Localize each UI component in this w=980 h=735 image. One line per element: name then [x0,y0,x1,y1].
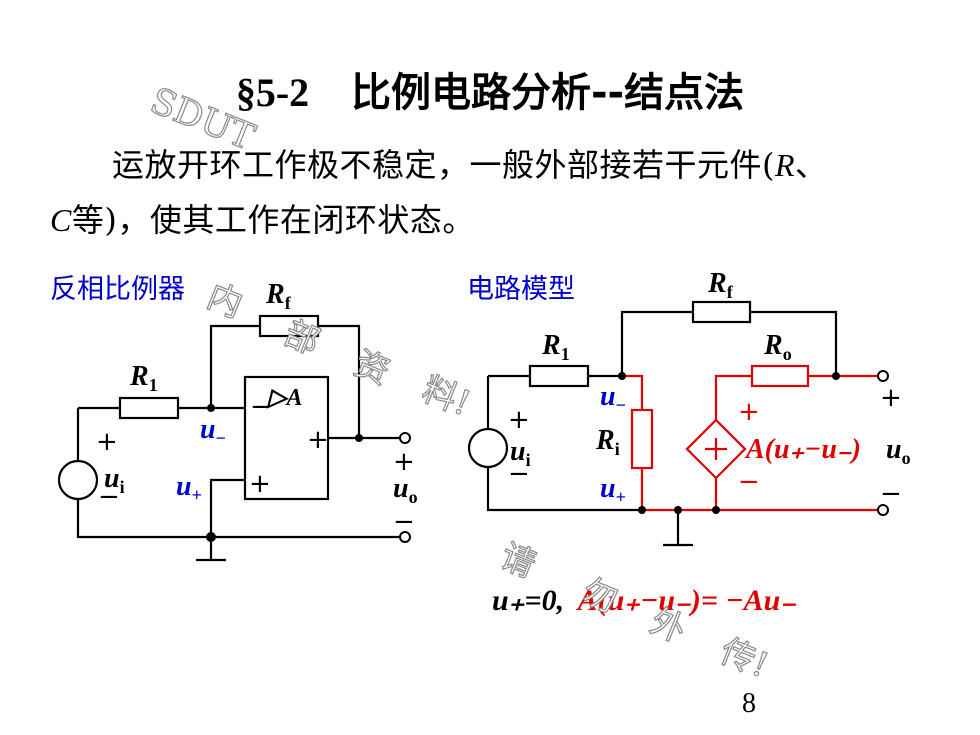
watermark-char: 请 [495,536,542,586]
slide-title: §5-2 比例电路分析--结点法 [0,60,980,118]
label-rf-left: Rf [265,279,292,313]
output-plus-right: + [880,383,902,413]
label-ui-left: ui [104,463,125,497]
label-u-plus-right: u+ [600,473,626,507]
label-dependent-source: A(u₊−u₋) [744,434,861,465]
title-text: 比例电路分析--结点法 [350,70,745,116]
output-terminal [399,531,411,543]
watermark-sdut: SDUT [145,80,260,158]
watermark-char: 内 [202,276,249,326]
junction-dot [355,434,363,442]
opamp-output-plus: + [307,425,329,455]
junction-dot [207,404,215,412]
left-circuit-caption: 反相比例器 [50,274,185,305]
resistor-r1-right [528,364,590,388]
source-minus-left: − [98,482,120,512]
label-ri: Ri [595,425,620,459]
right-circuit-caption: 电路模型 [467,274,575,305]
watermark-char: 料! [417,369,476,424]
junction-dot [206,532,216,542]
output-terminal [877,370,889,382]
opamp-plus-sign: + [249,469,271,499]
label-r1-right: R1 [541,330,570,364]
paragraph-line-1: 运放开环工作极不稳定，一般外部接若干元件(R、 [112,146,828,184]
paragraph-line-2: C等)，使其工作在闭环状态。 [50,201,475,239]
label-rf-right: Rf [707,268,734,302]
watermark-char: 资 [349,343,396,393]
dep-source-plus: + [738,397,760,427]
label-ui-right: ui [510,436,531,470]
resistor-ro [750,364,810,388]
voltage-source-ui-right [467,427,509,469]
output-minus-left: − [393,507,415,537]
voltage-source-ui-left [57,459,99,501]
junction-dot [712,506,720,514]
junction-dot [674,506,682,514]
opamp-minus-sign: − [250,392,272,422]
page-number: 8 [742,688,756,719]
left-circuit: Rf R1 ▷A − + + u− u+ + − ui + uo − [57,279,418,562]
resistor-r1-left [118,396,180,420]
junction-dot [618,372,626,380]
source-plus-left: + [96,427,118,457]
junction-dot [638,506,646,514]
opamp-box [243,375,330,501]
label-r1-left: R1 [129,361,158,395]
source-plus-right: + [508,405,530,435]
junction-dot [832,372,840,380]
right-circuit: Rf R1 Ro Ri u− u+ + − ui + − A(u₊−u₋) + … [467,268,911,547]
resistor-rf-left [258,314,320,338]
label-uo-left: uo [393,473,418,507]
equation-part-1: u₊=0, [492,584,564,617]
source-minus-right: − [508,459,530,489]
resistor-rf-right [691,300,752,324]
watermark-char: 传! [715,631,774,686]
label-u-minus-right: u− [600,381,626,415]
opamp-symbol: ▷A [266,385,302,411]
output-terminal [877,504,889,516]
output-plus-left: + [393,447,415,477]
label-u-minus-left: u− [200,414,226,448]
dependent-source [685,418,747,480]
label-u-plus-left: u+ [176,471,202,505]
dep-source-minus: − [738,467,760,497]
output-minus-right: − [880,479,902,509]
equation-part-2: A(u₊−u₋)= −Au₋ [576,584,797,617]
output-terminal [399,432,411,444]
label-uo-right: uo [886,434,911,468]
label-ro: Ro [763,330,792,364]
equation: u₊=0, A(u₊−u₋)= −Au₋ [492,584,796,617]
resistor-ri [630,408,654,470]
section-number: §5-2 [235,70,310,115]
